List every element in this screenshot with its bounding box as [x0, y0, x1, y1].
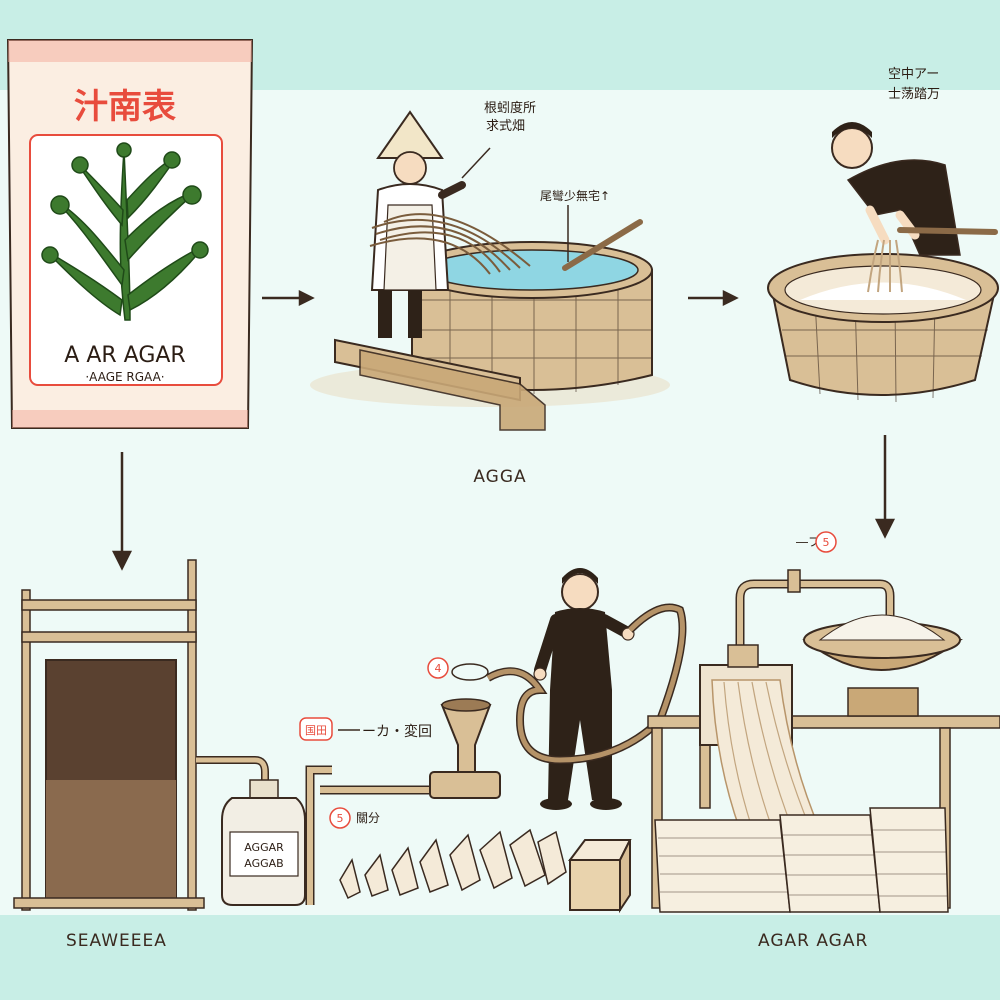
package-name: A AR AGAR — [64, 343, 185, 368]
stirring-stick — [562, 219, 643, 271]
pipe-system — [305, 698, 501, 905]
sample-box — [568, 839, 632, 914]
caption-seaweed: SEAWEEEA — [66, 931, 167, 951]
svg-text:5: 5 — [823, 536, 830, 549]
svg-text:5: 5 — [337, 812, 344, 825]
water — [425, 249, 639, 291]
hose-badge: 4 — [427, 657, 449, 679]
step3-note-line2: 士荡踏万 — [888, 87, 940, 102]
worker-soaking — [370, 110, 466, 338]
agar-sheet-stacks — [654, 807, 949, 913]
filter-tank — [13, 559, 269, 911]
agar-strips — [339, 828, 567, 900]
drying-machine: ―フ 5 — [647, 531, 1000, 913]
badge-top: 国田 — [299, 717, 333, 741]
label-top: ーカ・変回 — [362, 723, 432, 740]
arrow-down-right — [874, 435, 896, 539]
soaking-vat-scene: 根蚓度所 求式畑 尾彎少無宅↑ AGGA — [310, 100, 670, 487]
arrow-down-left — [111, 452, 133, 571]
bottom-band — [0, 915, 1000, 1000]
step2-note-line2: 求式畑 — [486, 119, 525, 134]
package-subname: ·AAGE RGAA· — [85, 370, 164, 384]
pipe-badge: 5 — [329, 807, 351, 829]
dryer-label: ―フ — [796, 535, 820, 549]
step2-note-line1: 根蚓度所 — [484, 100, 536, 116]
seaweed-illustration — [41, 142, 209, 321]
seaweed-strands — [369, 213, 531, 275]
washing-tub-scene: 空中アー 士荡踏万 — [767, 67, 999, 403]
caption-agar: AGAR AGAR — [758, 931, 868, 951]
svg-text:国田: 国田 — [305, 724, 327, 737]
svg-text:4: 4 — [435, 662, 442, 675]
step2-note-small: 尾彎少無宅↑ — [540, 188, 610, 203]
bottle-label-line1: AGGAR — [244, 841, 284, 854]
bottle-label-line2: AGGAB — [244, 857, 283, 870]
dryer-badge: 5 — [815, 531, 837, 553]
arrow-1 — [262, 289, 315, 307]
label-small: 關分 — [356, 811, 380, 825]
step2-caption: AGGA — [473, 467, 526, 487]
agar-bottle: AGGAR AGGAB — [221, 779, 306, 906]
step3-note-line1: 空中アー — [888, 67, 939, 82]
arrow-2 — [688, 289, 739, 307]
agar-package: 汁南表 A AR AGAR ·AAGE RGAA· — [6, 39, 254, 429]
package-title: 汁南表 — [74, 87, 176, 127]
